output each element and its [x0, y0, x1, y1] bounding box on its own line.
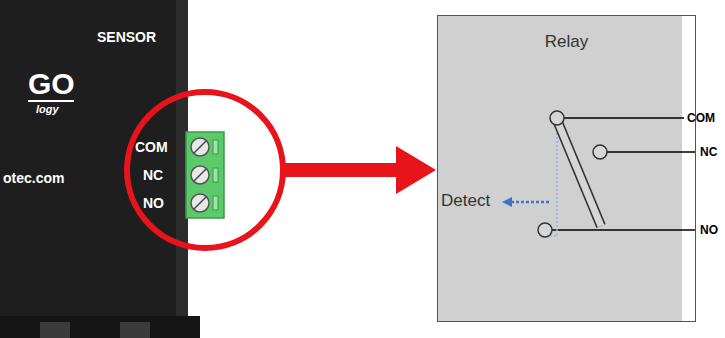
device-housing	[0, 0, 188, 318]
terminal-label: COM	[135, 139, 168, 156]
terminal-leaders	[552, 118, 696, 230]
screw-slots	[194, 141, 206, 209]
box-title: Relay	[438, 32, 695, 52]
housing-foot	[120, 322, 150, 338]
switch-lever-outline	[557, 120, 601, 226]
housing-flange	[0, 316, 200, 338]
terminal-slots	[213, 140, 218, 210]
relay-panel-ground	[437, 15, 682, 322]
callout-arrowhead	[396, 146, 436, 194]
switch-lever	[557, 120, 601, 226]
callout-circle	[127, 92, 283, 248]
detect-arrowhead	[502, 197, 512, 207]
logo-text: GO	[28, 66, 75, 102]
housing-foot	[40, 322, 70, 338]
detect-path	[551, 125, 557, 236]
relay-contacts	[538, 111, 607, 237]
terminal-label: NO	[143, 195, 164, 212]
pin-label: NC	[700, 145, 717, 159]
callout-arrow	[283, 163, 400, 177]
pin-label: NO	[700, 223, 718, 237]
terminal-block	[186, 132, 224, 218]
detect-arrow	[510, 201, 549, 204]
relay-box: Relay	[437, 15, 696, 322]
logo-underline	[28, 100, 74, 102]
panel-label: SENSOR	[97, 29, 156, 46]
logo-subtext: logy	[36, 103, 59, 116]
terminal-screws	[191, 138, 209, 212]
detect-label: Detect	[441, 191, 490, 211]
terminal-label: NC	[143, 167, 163, 184]
pin-label: COM	[687, 111, 715, 125]
website-text: otec.com	[3, 170, 64, 187]
